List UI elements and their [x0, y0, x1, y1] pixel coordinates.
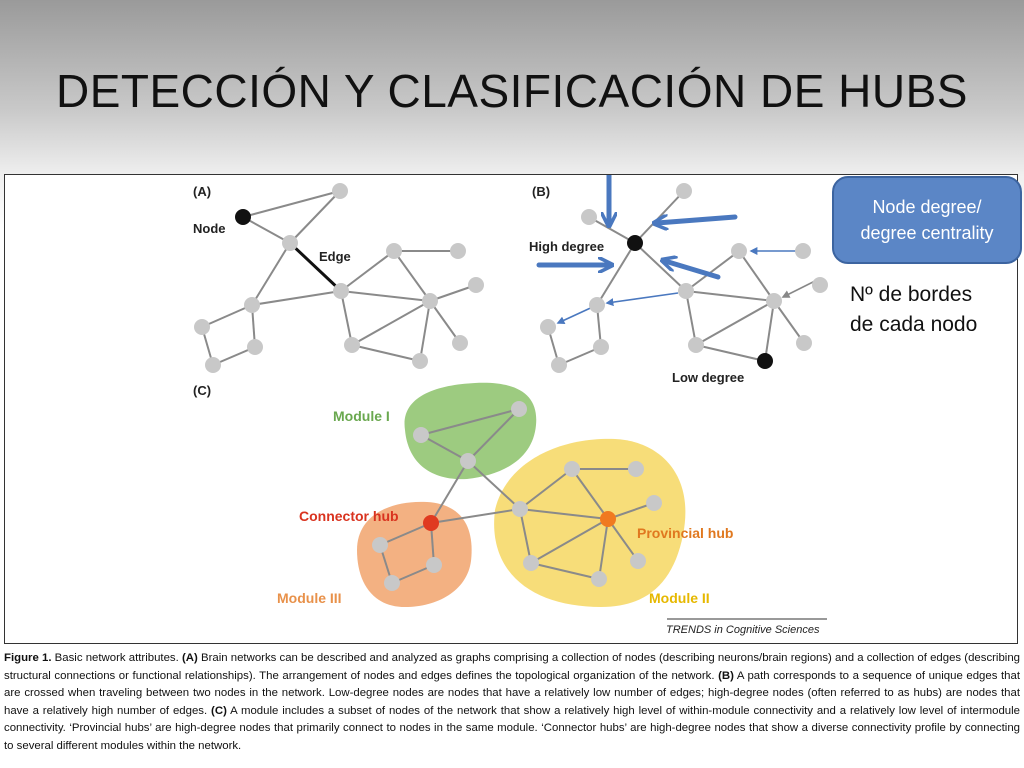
network-figure: (A) [193, 175, 828, 636]
degree-centrality-callout: Node degree/ degree centrality [832, 176, 1022, 264]
caption-b-tag: (B) [718, 669, 734, 682]
provincial-hub-node [600, 511, 616, 527]
caption-c-text: A module includes a subset of nodes of t… [4, 704, 1020, 752]
panel-b-label: (B) [532, 184, 550, 199]
module-3-label: Module III [277, 590, 342, 606]
edge-label: Edge [319, 249, 351, 264]
caption-intro: Basic network attributes. [54, 652, 179, 664]
caption-a-text: Brain networks can be described and anal… [4, 652, 1020, 682]
caption-a-tag: (A) [181, 652, 198, 664]
module-1-label: Module I [333, 408, 390, 424]
provincial-hub-label: Provincial hub [637, 525, 733, 541]
panel-a-label: (A) [193, 184, 211, 199]
panel-c: (C) [193, 382, 733, 607]
node-label: Node [193, 221, 226, 236]
module-1-region [404, 382, 537, 480]
hub-pointer-arrows [536, 175, 738, 280]
connector-hub-node [423, 515, 439, 531]
module-2-label: Module II [649, 590, 710, 606]
panel-c-label: (C) [193, 383, 211, 398]
panel-a: (A) [193, 183, 484, 373]
highlighted-edge [288, 241, 343, 293]
black-node [235, 209, 251, 225]
source-label: TRENDS in Cognitive Sciences [666, 624, 820, 636]
low-degree-node [757, 353, 773, 369]
connector-hub-label: Connector hub [299, 508, 399, 524]
note-line-1: Nº de bordes [850, 283, 973, 306]
panel-b: (B) [529, 183, 828, 385]
low-degree-label: Low degree [672, 370, 744, 385]
high-degree-node [627, 235, 643, 251]
figure-caption: Figure 1. Basic network attributes. (A) … [4, 650, 1020, 755]
caption-fig-label: Figure 1. [4, 652, 52, 664]
side-note: Nº de bordes de cada nodo [850, 280, 1020, 341]
high-degree-label: High degree [529, 239, 604, 254]
slide-title: DETECCIÓN Y CLASIFICACIÓN DE HUBS [56, 65, 968, 117]
callout-line-1: Node degree/ [872, 196, 982, 217]
note-line-2: de cada nodo [850, 313, 978, 337]
caption-c-tag: (C) [211, 704, 227, 717]
callout-line-2: degree centrality [860, 223, 994, 243]
caption-b-text: A path corresponds to a sequence of uniq… [4, 669, 1020, 717]
